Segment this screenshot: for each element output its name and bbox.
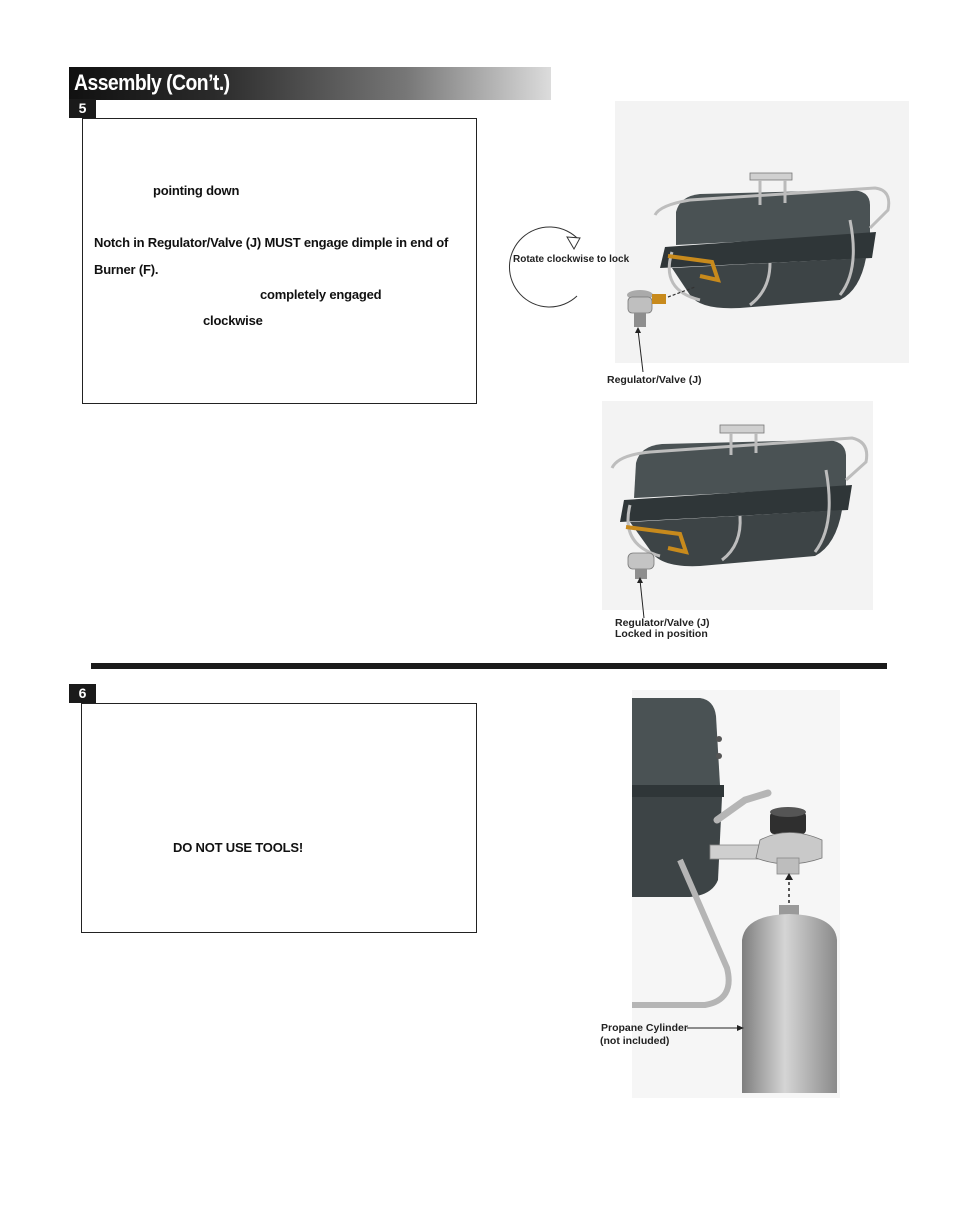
step-6-number: 6 — [69, 684, 96, 703]
propane-cylinder-callout-line2: (not included) — [600, 1035, 670, 1047]
step-6-text-no-tools: DO NOT USE TOOLS! — [173, 840, 303, 855]
grill-lid-shape — [676, 190, 870, 245]
regulator-valve-icon — [755, 832, 823, 865]
step-5-instruction-box — [82, 118, 477, 404]
page-title: Assembly (Con’t.) — [74, 70, 230, 95]
step-5-text-pointing-down: pointing down — [153, 183, 240, 198]
step-5-text-clockwise: clockwise — [203, 313, 263, 328]
section-divider — [91, 663, 887, 669]
propane-cylinder-icon — [742, 914, 837, 1093]
grill-lid-locked-shape — [634, 440, 846, 498]
grill-side-shape — [632, 698, 720, 785]
regulator-locked-callout-line2: Locked in position — [615, 628, 708, 640]
regulator-locked-callout-line1: Regulator/Valve (J) — [615, 617, 710, 629]
step-5-text-completely-engaged: completely engaged — [260, 287, 382, 302]
step-6-instruction-box — [81, 703, 477, 933]
rotate-arrow-icon — [508, 226, 580, 308]
step-5-text-notch-line2: Burner (F). — [94, 262, 159, 277]
regulator-callout-top: Regulator/Valve (J) — [607, 374, 702, 386]
section-header-bar — [69, 67, 551, 100]
rotate-label: Rotate clockwise to lock — [513, 254, 630, 265]
step-5-text-notch-line1: Notch in Regulator/Valve (J) MUST engage… — [94, 235, 449, 250]
step-5-number: 5 — [69, 99, 96, 118]
propane-cylinder-callout-line1: Propane Cylinder — [601, 1022, 688, 1034]
